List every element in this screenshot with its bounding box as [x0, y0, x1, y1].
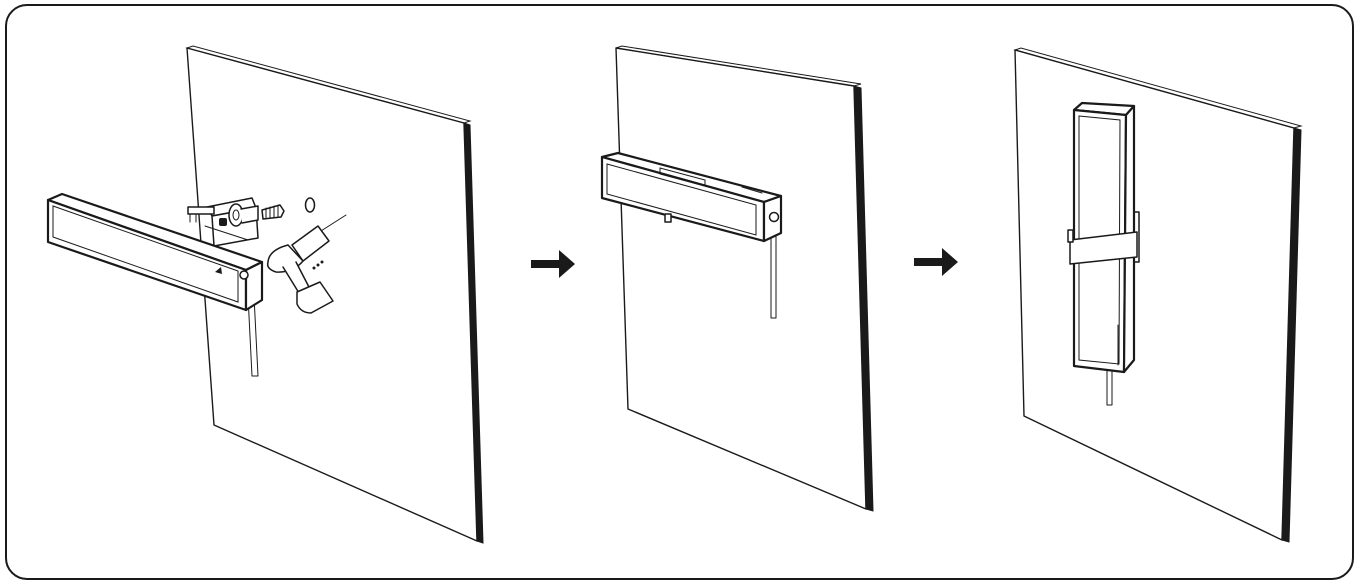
power-drill [266, 214, 347, 314]
soundbar-mounted-vertical [1067, 101, 1140, 374]
wall-panel [185, 45, 484, 544]
next-step-arrow [914, 248, 958, 276]
soundbar-mounted-horizontal [600, 151, 783, 243]
screw [219, 204, 285, 226]
wall-panel [615, 45, 874, 512]
step-2-panel [600, 45, 874, 512]
wall-panel [1013, 47, 1303, 543]
cable [770, 231, 777, 319]
soundbar [46, 192, 264, 312]
next-step-arrow [531, 250, 575, 278]
wall-anchor [228, 203, 259, 227]
step-3-panel [1013, 47, 1303, 543]
drill-hole [304, 197, 316, 213]
step-1-panel [46, 45, 484, 544]
cable [1106, 367, 1113, 406]
